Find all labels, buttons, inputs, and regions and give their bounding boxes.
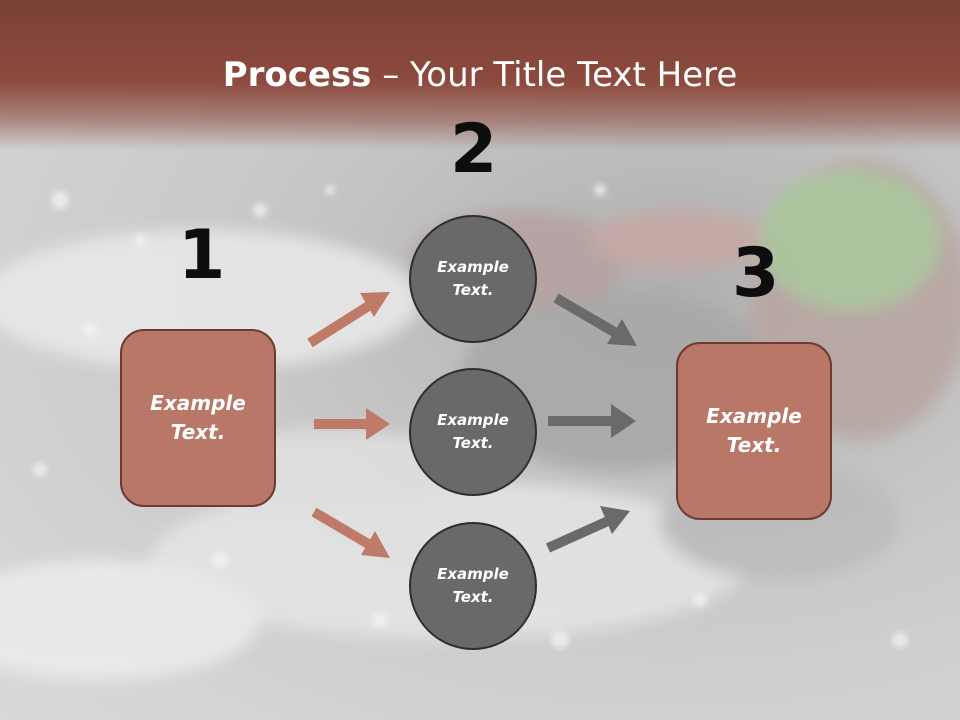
circle-top-text-line2: Text. — [452, 281, 494, 299]
step-3-text-line1: Example — [706, 404, 802, 428]
circle-bottom-text-line2: Text. — [452, 588, 494, 606]
title-rest: – Your Title Text Here — [371, 55, 738, 95]
step-3-text-line2: Text. — [726, 433, 782, 457]
title-band — [0, 0, 960, 150]
arrow-1-to-circle-middle — [314, 408, 390, 440]
step-1-text-line1: Example — [150, 391, 246, 415]
step-number-3: 3 — [732, 234, 780, 313]
step-2-circle-middle: Example Text. — [409, 368, 537, 496]
arrow-1-to-circle-bottom — [311, 507, 390, 558]
step-3-box: Example Text. — [676, 342, 832, 520]
slide-title: Process – Your Title Text Here — [0, 50, 960, 100]
step-number-2: 2 — [450, 110, 498, 189]
arrow-circle-middle-to-3 — [548, 404, 636, 438]
step-2-circle-bottom: Example Text. — [409, 522, 537, 650]
title-bold: Process — [222, 55, 372, 95]
step-2-circle-top: Example Text. — [409, 215, 537, 343]
circle-bottom-text-line1: Example — [437, 565, 509, 583]
step-1-box: Example Text. — [120, 329, 276, 507]
step-1-text-line2: Text. — [170, 420, 226, 444]
arrow-circle-bottom-to-3 — [545, 506, 630, 553]
arrow-circle-top-to-3 — [553, 293, 637, 346]
circle-middle-text-line2: Text. — [452, 434, 494, 452]
circle-middle-text-line1: Example — [437, 411, 509, 429]
circle-top-text-line1: Example — [437, 258, 509, 276]
step-number-1: 1 — [178, 216, 226, 295]
arrow-1-to-circle-top — [307, 292, 390, 348]
